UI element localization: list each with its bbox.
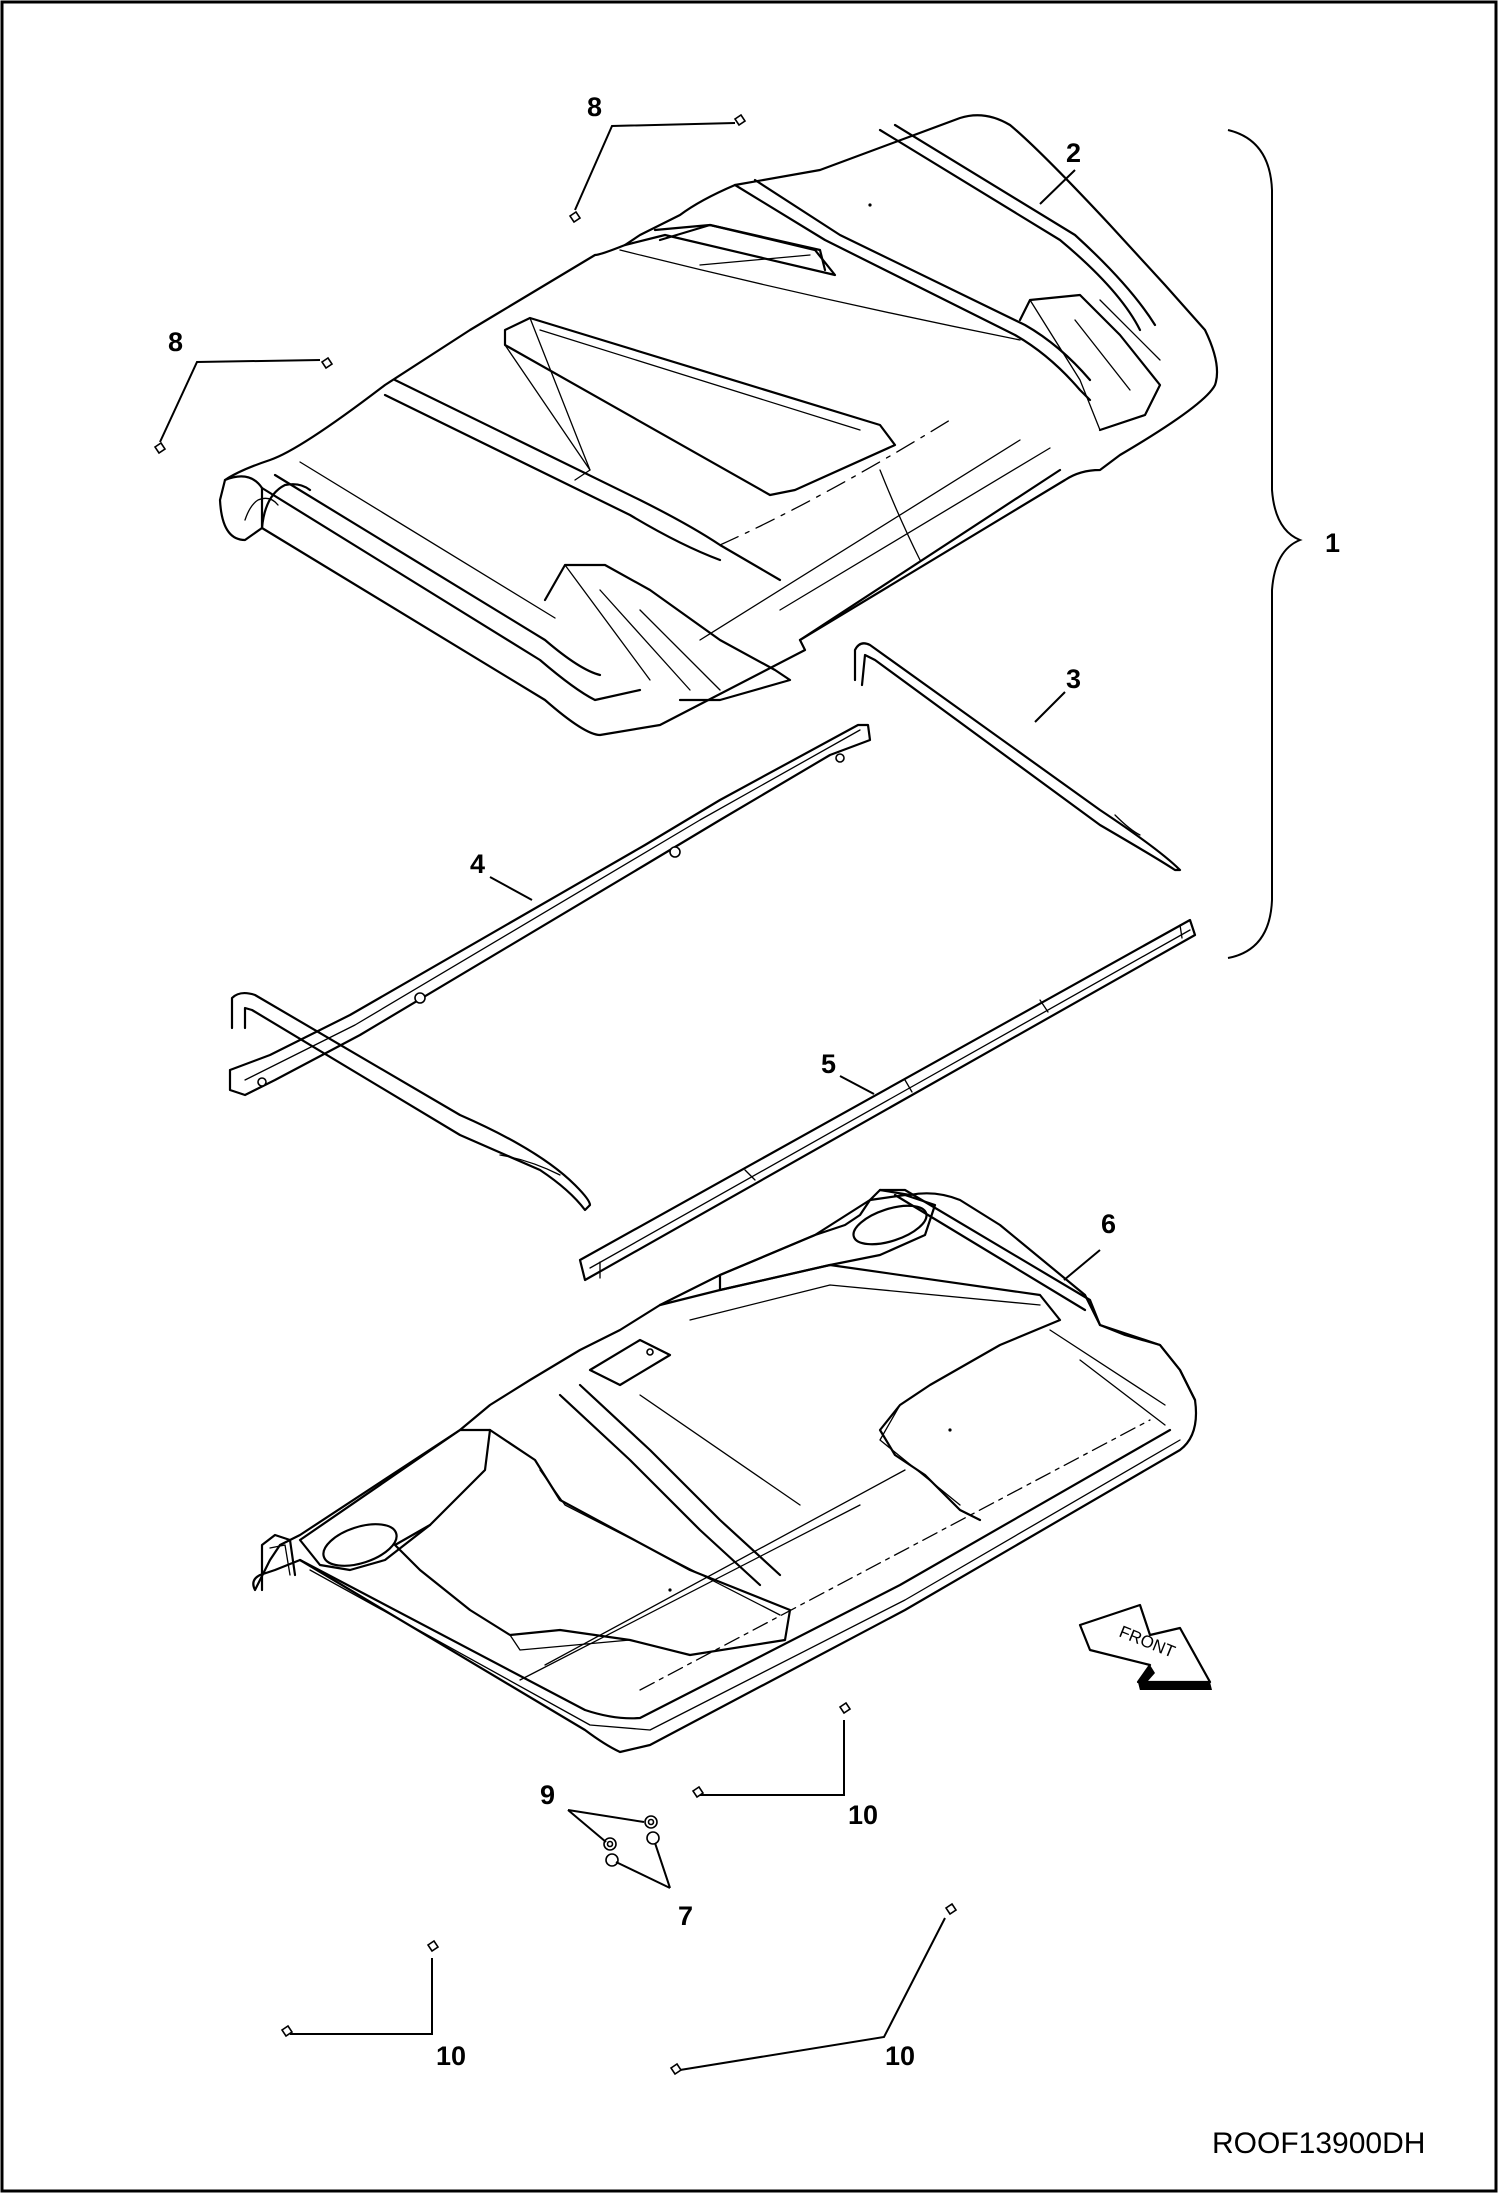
callout-3: 3 [1066,664,1081,694]
callout-9: 9 [540,1780,555,1810]
callout-10-lower-right: 10 [885,2041,915,2071]
reference-code: ROOF13900DH [1212,2127,1425,2160]
rear-rail-part-5 [578,918,1197,1282]
fasteners-part-10 [280,1701,958,2076]
callout-10-lower-left: 10 [436,2041,466,2071]
callout-6: 6 [1101,1209,1116,1239]
callout-1: 1 [1325,528,1340,558]
callout-7: 7 [678,1901,693,1931]
rear-bow-part-3 [853,642,1182,872]
screws-part-8 [153,113,747,455]
callout-10-upper: 10 [848,1800,878,1830]
side-rail-part-4 [228,723,872,1212]
callout-numbers: 1 2 3 4 5 6 7 8 8 9 10 10 10 [168,92,1340,2071]
callout-8-top: 8 [587,92,602,122]
roof-top-part-2 [218,114,1219,737]
callout-4: 4 [470,849,485,879]
nuts-washers-parts-7-9 [603,1815,660,1867]
callout-2: 2 [1066,138,1081,168]
front-direction-arrow: FRONT [1078,1603,1212,1690]
callout-8-left: 8 [168,327,183,357]
headliner-part-6 [252,1188,1198,1754]
leader-lines [159,122,1303,2071]
callout-5: 5 [821,1049,836,1079]
